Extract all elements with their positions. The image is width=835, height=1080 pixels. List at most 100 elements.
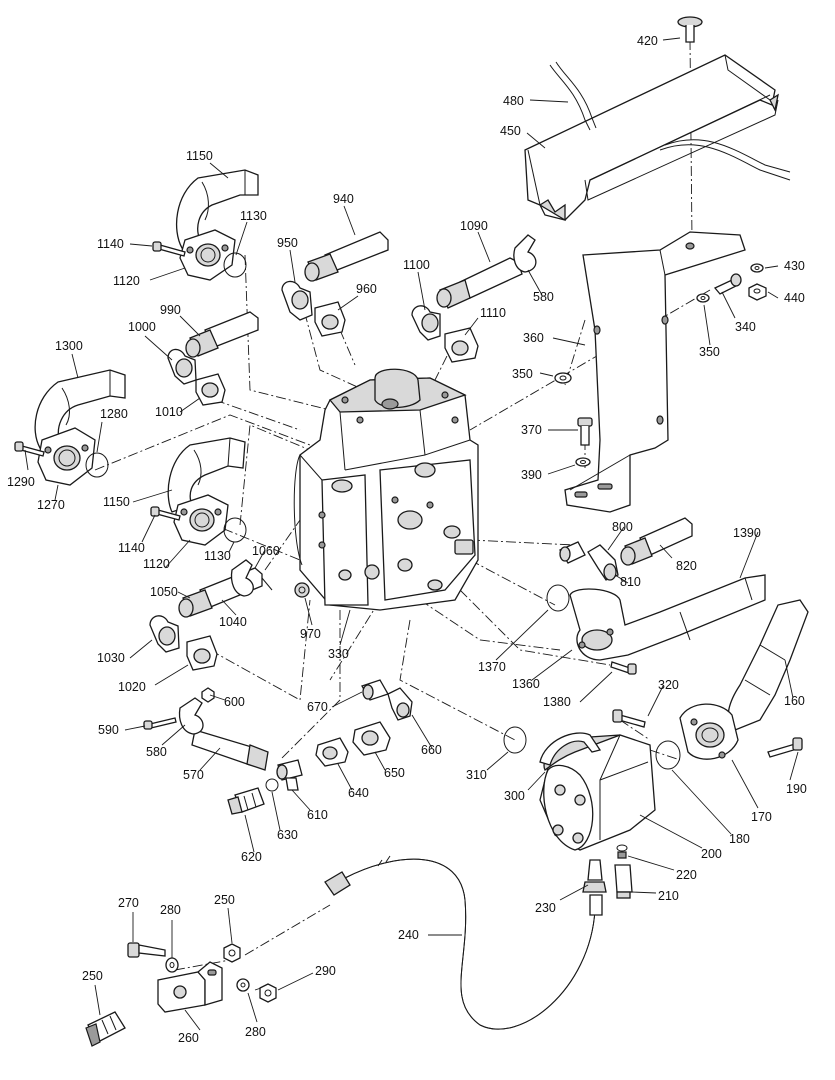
flange-170: [679, 703, 739, 760]
callout-610: 610: [307, 808, 328, 822]
o-ring-180: [655, 740, 681, 770]
callout-1000: 1000: [128, 320, 156, 334]
o-ring-310: [503, 726, 527, 754]
hose-940: [304, 231, 389, 282]
callout-1130: 1130: [204, 549, 231, 563]
tee-610: [276, 759, 303, 791]
nut-250-upper: [223, 943, 241, 963]
fitting-670: [361, 679, 389, 701]
clip-580-lower: [178, 697, 204, 735]
callout-250: 250: [82, 969, 103, 983]
elbow-810: [587, 544, 619, 581]
fitting-1010: [195, 373, 226, 406]
callout-810: 810: [620, 575, 641, 589]
callout-580: 580: [533, 290, 554, 304]
nut-600: [201, 687, 215, 703]
callout-210: 210: [658, 889, 679, 903]
flange-1120-lower: [173, 494, 229, 546]
hose-1090: [436, 257, 523, 309]
washer-280-lower: [236, 978, 250, 992]
callout-990: 990: [160, 303, 181, 317]
callout-260: 260: [178, 1031, 199, 1045]
callout-1040: 1040: [219, 615, 247, 629]
callout-280: 280: [245, 1025, 266, 1039]
o-ring-1280: [85, 452, 109, 478]
plug-970: [294, 582, 310, 598]
washer-280-upper: [165, 957, 179, 973]
callout-240: 240: [398, 928, 419, 942]
callout-290: 290: [315, 964, 336, 978]
fitting-220: [616, 844, 628, 859]
callout-1270: 1270: [37, 498, 65, 512]
fitting-1020: [186, 635, 218, 671]
elbow-1030: [149, 615, 180, 653]
fitting-960: [314, 301, 346, 337]
callout-350: 350: [512, 367, 533, 381]
callout-1140: 1140: [118, 541, 145, 555]
hose-1390: [569, 574, 766, 661]
callout-330: 330: [328, 647, 349, 661]
callout-1050: 1050: [150, 585, 178, 599]
assembly-centerlines: [94, 39, 711, 991]
bolt-1140-upper: [152, 241, 186, 257]
bolt-190: [767, 737, 803, 758]
fitting-210: [614, 864, 633, 899]
bolt-370: [577, 417, 593, 446]
leader-lines: [24, 37, 799, 1031]
callout-1150: 1150: [103, 495, 130, 509]
callout-310: 310: [466, 768, 487, 782]
callout-270: 270: [118, 896, 139, 910]
callout-960: 960: [356, 282, 377, 296]
callout-940: 940: [333, 192, 354, 206]
elbow-1000: [167, 348, 197, 385]
screw-590: [143, 717, 177, 730]
callout-480: 480: [503, 94, 524, 108]
callout-820: 820: [676, 559, 697, 573]
channel-bracket-450: [524, 54, 779, 222]
clip-1060: [230, 559, 273, 597]
control-valve-330: [293, 368, 479, 611]
flange-1270: [37, 427, 96, 486]
callout-160: 160: [784, 694, 805, 708]
callout-labels: 420 480 450 1150 940 1090 1130 1140 950 …: [7, 34, 807, 1045]
callout-630: 630: [277, 828, 298, 842]
callout-1370: 1370: [478, 660, 506, 674]
hose-160: [727, 599, 809, 731]
callout-1150: 1150: [186, 149, 213, 163]
callout-300: 300: [504, 789, 525, 803]
hose-570: [191, 729, 269, 771]
callout-1120: 1120: [143, 557, 170, 571]
callout-360: 360: [523, 331, 544, 345]
callout-320: 320: [658, 678, 679, 692]
callout-250: 250: [214, 893, 235, 907]
washer-630: [265, 778, 279, 792]
callout-650: 650: [384, 766, 405, 780]
bolt-340: [713, 273, 742, 295]
washer-350-lower: [554, 372, 572, 384]
fitting-230: [582, 859, 607, 893]
handle-300: [539, 732, 602, 766]
callout-1390: 1390: [733, 526, 761, 540]
clip-580-upper: [513, 234, 537, 273]
callout-180: 180: [729, 832, 750, 846]
callout-1030: 1030: [97, 651, 125, 665]
callout-420: 420: [637, 34, 658, 48]
callout-370: 370: [521, 423, 542, 437]
callout-1380: 1380: [543, 695, 571, 709]
callout-600: 600: [224, 695, 245, 709]
callout-950: 950: [277, 236, 298, 250]
callout-1300: 1300: [55, 339, 83, 353]
callout-970: 970: [300, 627, 321, 641]
bolt-1290: [14, 441, 45, 457]
bolt-270: [127, 942, 166, 958]
callout-440: 440: [784, 291, 805, 305]
callout-170: 170: [751, 810, 772, 824]
callout-640: 640: [348, 786, 369, 800]
washer-350-upper: [696, 293, 710, 303]
hose-480: [549, 61, 791, 181]
o-ring-1130-lower: [223, 517, 247, 543]
flange-1120-upper: [179, 229, 236, 281]
o-ring-1370: [546, 584, 570, 612]
callout-390: 390: [521, 468, 542, 482]
